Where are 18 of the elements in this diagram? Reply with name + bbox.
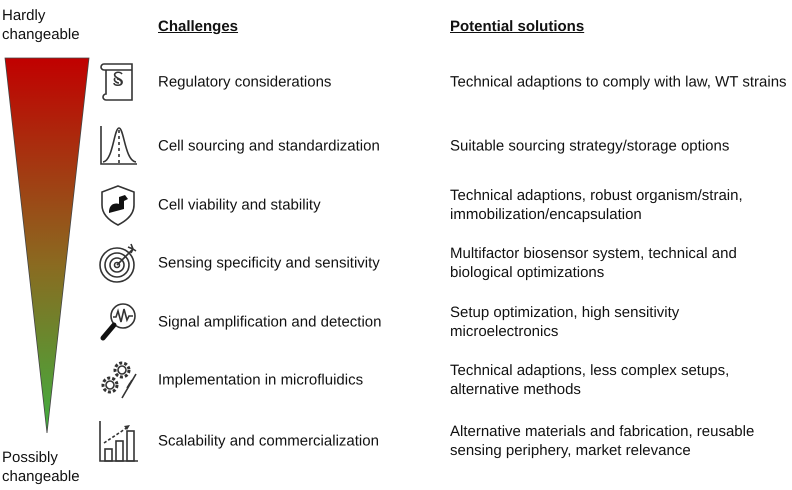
challenge-text: Cell sourcing and standardization [158,136,381,156]
challenge-text: Cell viability and stability [158,196,322,214]
challenge-text: Regulatory considerations [158,72,332,92]
solution-text: Setup optimization, high sensitivity microelectronics [450,303,680,341]
solution-text: Multifactor biosensor system, technical and biological optimizations [450,244,738,282]
solution-text: Suitable sourcing strategy/storage options [450,136,730,156]
solution-text: Technical adaptions to comply with law, WT strains [450,72,788,92]
solution-text: Technical adaptions, robust organism/strain, immobilization/encapsulation [450,186,744,224]
challenge-text: Implementation in microfluidics [158,370,364,390]
scale-label: Possibly changeable [2,448,81,486]
challenge-text: Signal amplification and detection [158,312,382,332]
column-heading: Potential solutions [450,18,584,35]
scale-label: Hardly changeable [2,6,81,44]
challenge-text: Sensing specificity and sensitivity [158,254,381,272]
solution-text: Technical adaptions, less complex setups, alternative methods [450,361,730,399]
challenge-text: Scalability and commercialization [158,432,380,450]
solution-text: Alternative materials and fabrication, reusable sensing periphery, market relevance [450,422,756,460]
column-heading: Challenges [158,18,238,35]
